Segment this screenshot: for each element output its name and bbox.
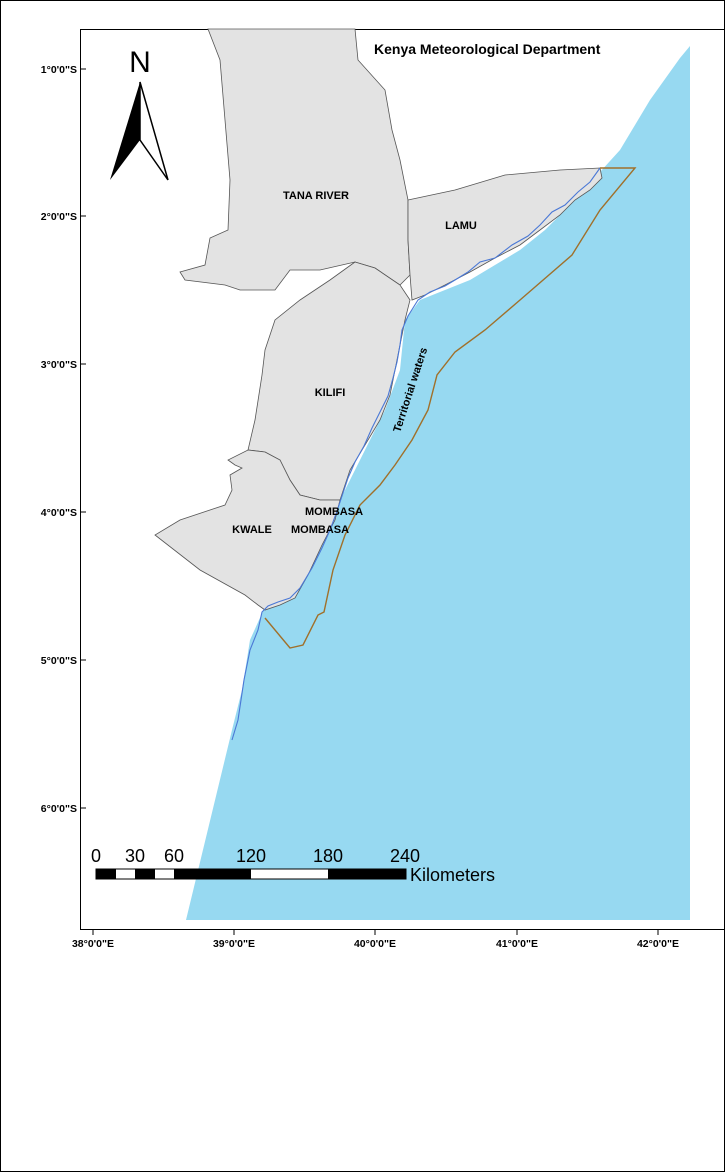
territorial-waters-boundary: [264, 167, 637, 649]
scale-unit: Kilometers: [410, 865, 495, 885]
scale-label: 180: [313, 846, 343, 866]
lon-tick-label: 42°0'0"E: [637, 938, 679, 950]
region-label-kilifi: KILIFI: [315, 387, 346, 399]
lat-tick-label: 4°0'0"S: [41, 507, 77, 519]
map-title: Kenya Meteorological Department: [374, 41, 601, 57]
region-tana-river: [179, 28, 411, 291]
lat-tick-label: 3°0'0"S: [41, 359, 77, 371]
scale-bar: 0 30 60 120 180 240 Kilometers: [91, 846, 495, 885]
lon-tick-label: 38°0'0"E: [72, 938, 114, 950]
lat-tick-label: 5°0'0"S: [41, 655, 77, 667]
longitude-axis: 38°0'0"E 39°0'0"E 40°0'0"E 41°0'0"E 42°0…: [72, 929, 679, 950]
lon-tick-label: 39°0'0"E: [213, 938, 255, 950]
north-arrow-label: N: [129, 46, 151, 79]
scale-label: 60: [164, 846, 184, 866]
region-label-tana-river: TANA RIVER: [283, 190, 349, 202]
scale-label: 30: [125, 846, 145, 866]
coastline: [231, 167, 601, 741]
region-label-mombasa: MOMBASA: [291, 524, 349, 536]
region-label-lamu: LAMU: [445, 220, 477, 232]
region-label-mombasa: MOMBASA: [305, 506, 363, 518]
scale-label: 0: [91, 846, 101, 866]
lat-tick-label: 1°0'0"S: [41, 64, 77, 76]
scale-label: 240: [390, 846, 420, 866]
latitude-axis: 1°0'0"S 2°0'0"S 3°0'0"S 4°0'0"S 5°0'0"S …: [41, 64, 86, 815]
region-kwale: [154, 449, 341, 611]
scale-label: 120: [236, 846, 266, 866]
lat-tick-label: 2°0'0"S: [41, 211, 77, 223]
lon-tick-label: 41°0'0"E: [496, 938, 538, 950]
region-lamu: [407, 167, 603, 301]
north-arrow-icon: N: [110, 46, 169, 181]
lon-tick-label: 40°0'0"E: [354, 938, 396, 950]
lat-tick-label: 6°0'0"S: [41, 803, 77, 815]
indian-ocean: [186, 46, 690, 920]
region-label-kwale: KWALE: [232, 524, 272, 536]
